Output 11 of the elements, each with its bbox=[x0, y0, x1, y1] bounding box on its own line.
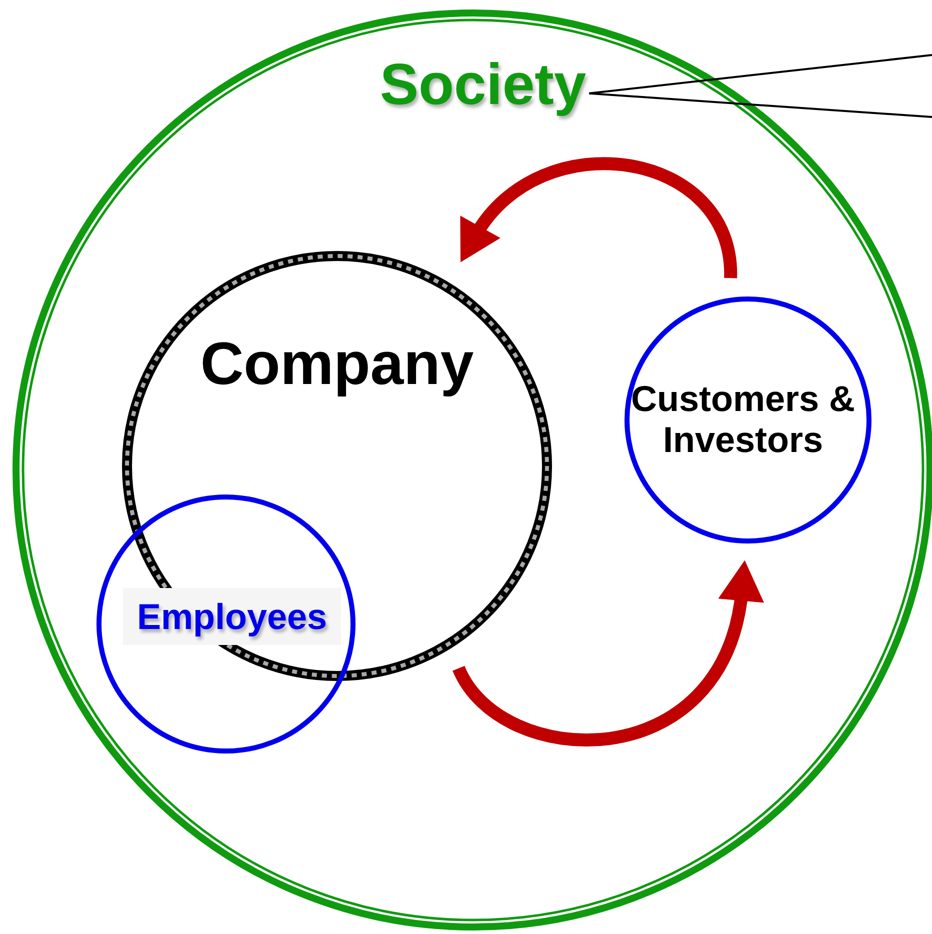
circle-label: Employees bbox=[122, 588, 342, 646]
leader-line bbox=[589, 92, 932, 118]
circle-label: Company bbox=[200, 329, 474, 398]
curved-arrow bbox=[452, 560, 763, 746]
customers-circle bbox=[624, 296, 872, 544]
group-title: Society bbox=[380, 52, 586, 119]
leader-line bbox=[589, 54, 932, 94]
company-circle bbox=[122, 251, 552, 681]
employees-circle bbox=[96, 494, 356, 754]
curved-arrow bbox=[458, 157, 738, 279]
circle-label: Customers & Investors bbox=[630, 378, 856, 461]
